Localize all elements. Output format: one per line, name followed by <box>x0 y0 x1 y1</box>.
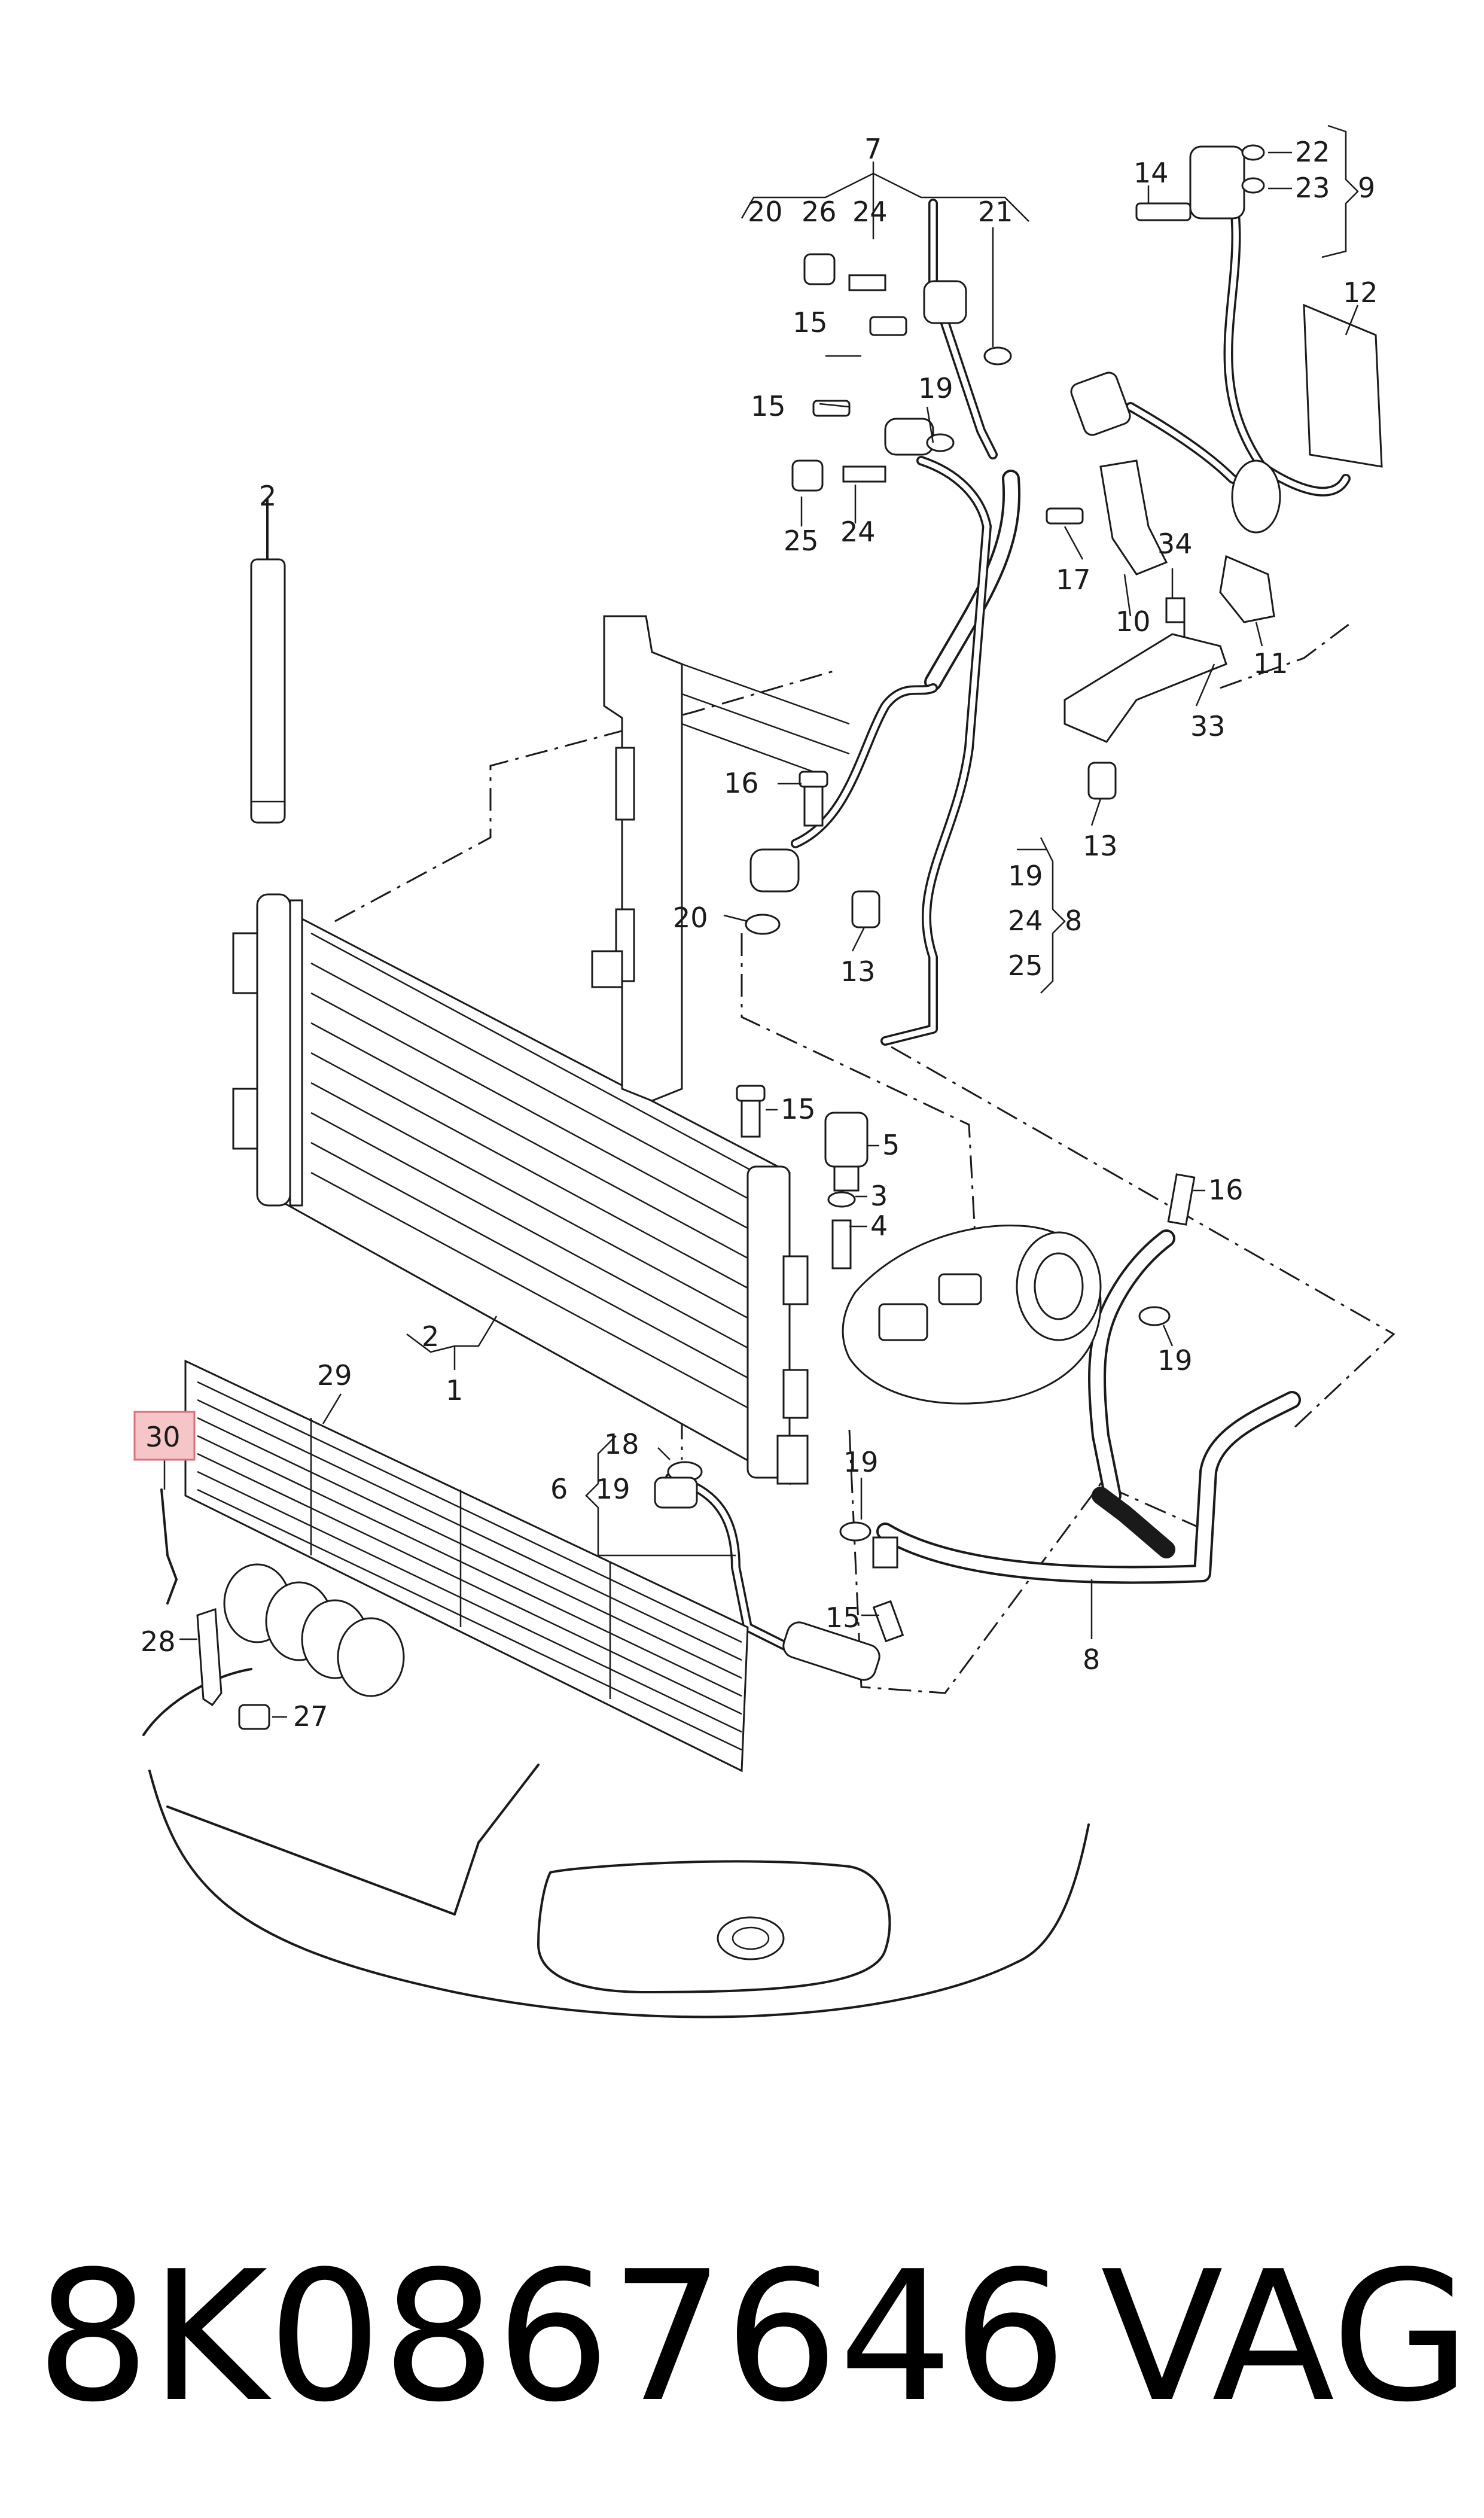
callout-21[interactable]: 21 <box>978 196 1013 228</box>
callout-14[interactable]: 14 <box>1133 157 1169 189</box>
callout-3[interactable]: 3 <box>870 1180 888 1212</box>
callout-7[interactable]: 7 <box>864 133 882 165</box>
callouts: 7 20 26 24 21 14 22 23 9 12 15 19 15 25 … <box>141 133 1378 1733</box>
callout-27[interactable]: 27 <box>293 1700 328 1733</box>
callout-1[interactable]: 1 <box>446 1374 463 1406</box>
small-parts <box>160 144 1383 1730</box>
callout-15-mid[interactable]: 15 <box>781 1093 816 1125</box>
brand-name: VAG <box>1101 2233 1470 2441</box>
callout-16-right[interactable]: 16 <box>1208 1174 1244 1206</box>
part-29-grille <box>184 1359 749 1773</box>
callout-16-top[interactable]: 16 <box>724 767 759 799</box>
callout-19-top[interactable]: 19 <box>918 372 953 404</box>
callout-8-right[interactable]: 8 <box>1065 905 1082 937</box>
bumper <box>142 1563 1090 2018</box>
callout-29[interactable]: 29 <box>317 1359 352 1392</box>
callout-5[interactable]: 5 <box>882 1129 900 1161</box>
callout-24-bracket[interactable]: 24 <box>1008 905 1043 937</box>
callout-19-lower[interactable]: 19 <box>843 1446 879 1478</box>
callout-17[interactable]: 17 <box>1056 564 1091 596</box>
callout-13-mid[interactable]: 13 <box>840 955 876 988</box>
callout-8-lower[interactable]: 8 <box>1083 1643 1100 1676</box>
callout-18[interactable]: 18 <box>604 1428 639 1460</box>
callout-33[interactable]: 33 <box>1190 710 1226 742</box>
callout-22[interactable]: 22 <box>1295 136 1330 168</box>
radiator-frame <box>591 615 850 1102</box>
compressor <box>842 1224 1102 1405</box>
callout-15-top[interactable]: 15 <box>793 306 828 339</box>
callout-19-bracket[interactable]: 19 <box>1008 860 1043 892</box>
callout-11[interactable]: 11 <box>1253 647 1288 680</box>
assembly-lines <box>197 616 1395 1694</box>
callout-26[interactable]: 26 <box>802 196 837 228</box>
callout-28[interactable]: 28 <box>141 1625 176 1658</box>
callout-30[interactable]: 30 <box>145 1421 181 1453</box>
highlight-box <box>133 1411 196 1461</box>
callout-25-bracket[interactable]: 25 <box>1008 949 1043 982</box>
part-2-tube <box>250 498 286 824</box>
callout-15-second[interactable]: 15 <box>751 390 786 422</box>
callout-19-left[interactable]: 19 <box>595 1473 630 1505</box>
callout-10[interactable]: 10 <box>1116 605 1151 638</box>
callout-2-bottom[interactable]: 2 <box>422 1320 439 1353</box>
callout-6[interactable]: 6 <box>550 1473 568 1505</box>
callout-20[interactable]: 20 <box>748 196 783 228</box>
callout-9[interactable]: 9 <box>1358 172 1375 204</box>
callout-24[interactable]: 24 <box>852 196 888 228</box>
callout-13-right[interactable]: 13 <box>1083 830 1118 862</box>
callout-24-second[interactable]: 24 <box>840 516 876 548</box>
callout-20-mid[interactable]: 20 <box>673 902 708 934</box>
callout-15-lower[interactable]: 15 <box>825 1601 861 1634</box>
callout-4[interactable]: 4 <box>870 1210 888 1242</box>
callout-2-top[interactable]: 2 <box>259 480 276 512</box>
callout-12[interactable]: 12 <box>1343 276 1378 309</box>
callout-34[interactable]: 34 <box>1157 528 1193 560</box>
part-number: 8K0867646 <box>36 2233 1067 2441</box>
hoses <box>665 187 1351 1681</box>
callout-25-top[interactable]: 25 <box>784 525 819 557</box>
callout-23[interactable]: 23 <box>1295 172 1330 204</box>
part-1-condenser <box>232 893 809 1485</box>
callout-19-right[interactable]: 19 <box>1157 1344 1193 1377</box>
leader-lines <box>163 124 1359 1718</box>
